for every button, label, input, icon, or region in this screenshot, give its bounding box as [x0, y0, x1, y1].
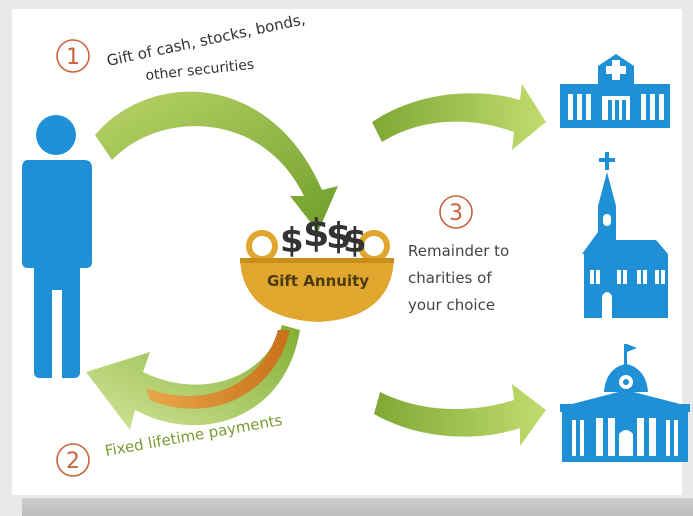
step-2-badge: 2	[56, 443, 90, 477]
step-1-number: 1	[66, 45, 80, 70]
step-1-badge: 1	[56, 39, 90, 73]
step-2-number: 2	[66, 449, 80, 474]
payment-flow-arrow	[86, 325, 300, 430]
dollar-symbol: $	[326, 216, 351, 257]
dollar-symbol: $	[280, 221, 304, 261]
dollar-symbol: $	[343, 221, 367, 261]
gift-annuity-basket	[240, 230, 394, 322]
hospital-icon	[560, 54, 670, 128]
step-1-label-line-2: other securities	[145, 57, 255, 84]
step-3-label-line-1: Remainder to	[408, 242, 510, 260]
dollar-symbols: $ $ $ $	[280, 211, 367, 261]
gift-flow-arrow	[95, 91, 338, 232]
basket-label: Gift Annuity	[267, 272, 369, 290]
step-3-badge: 3	[439, 195, 473, 229]
person-icon	[22, 115, 92, 378]
step-3-label-line-2: charities of	[408, 269, 492, 287]
panel-shadow	[22, 498, 693, 516]
dollar-symbol: $	[303, 211, 329, 255]
step-3-label-line-3: your choice	[408, 296, 496, 314]
step-3-number: 3	[449, 201, 463, 226]
charity-arrow-bottom	[374, 384, 546, 446]
church-icon	[582, 152, 668, 318]
charity-arrow-top	[372, 84, 546, 150]
step-3-label: Remainder to charities of your choice	[408, 238, 548, 319]
courthouse-icon	[560, 344, 690, 462]
